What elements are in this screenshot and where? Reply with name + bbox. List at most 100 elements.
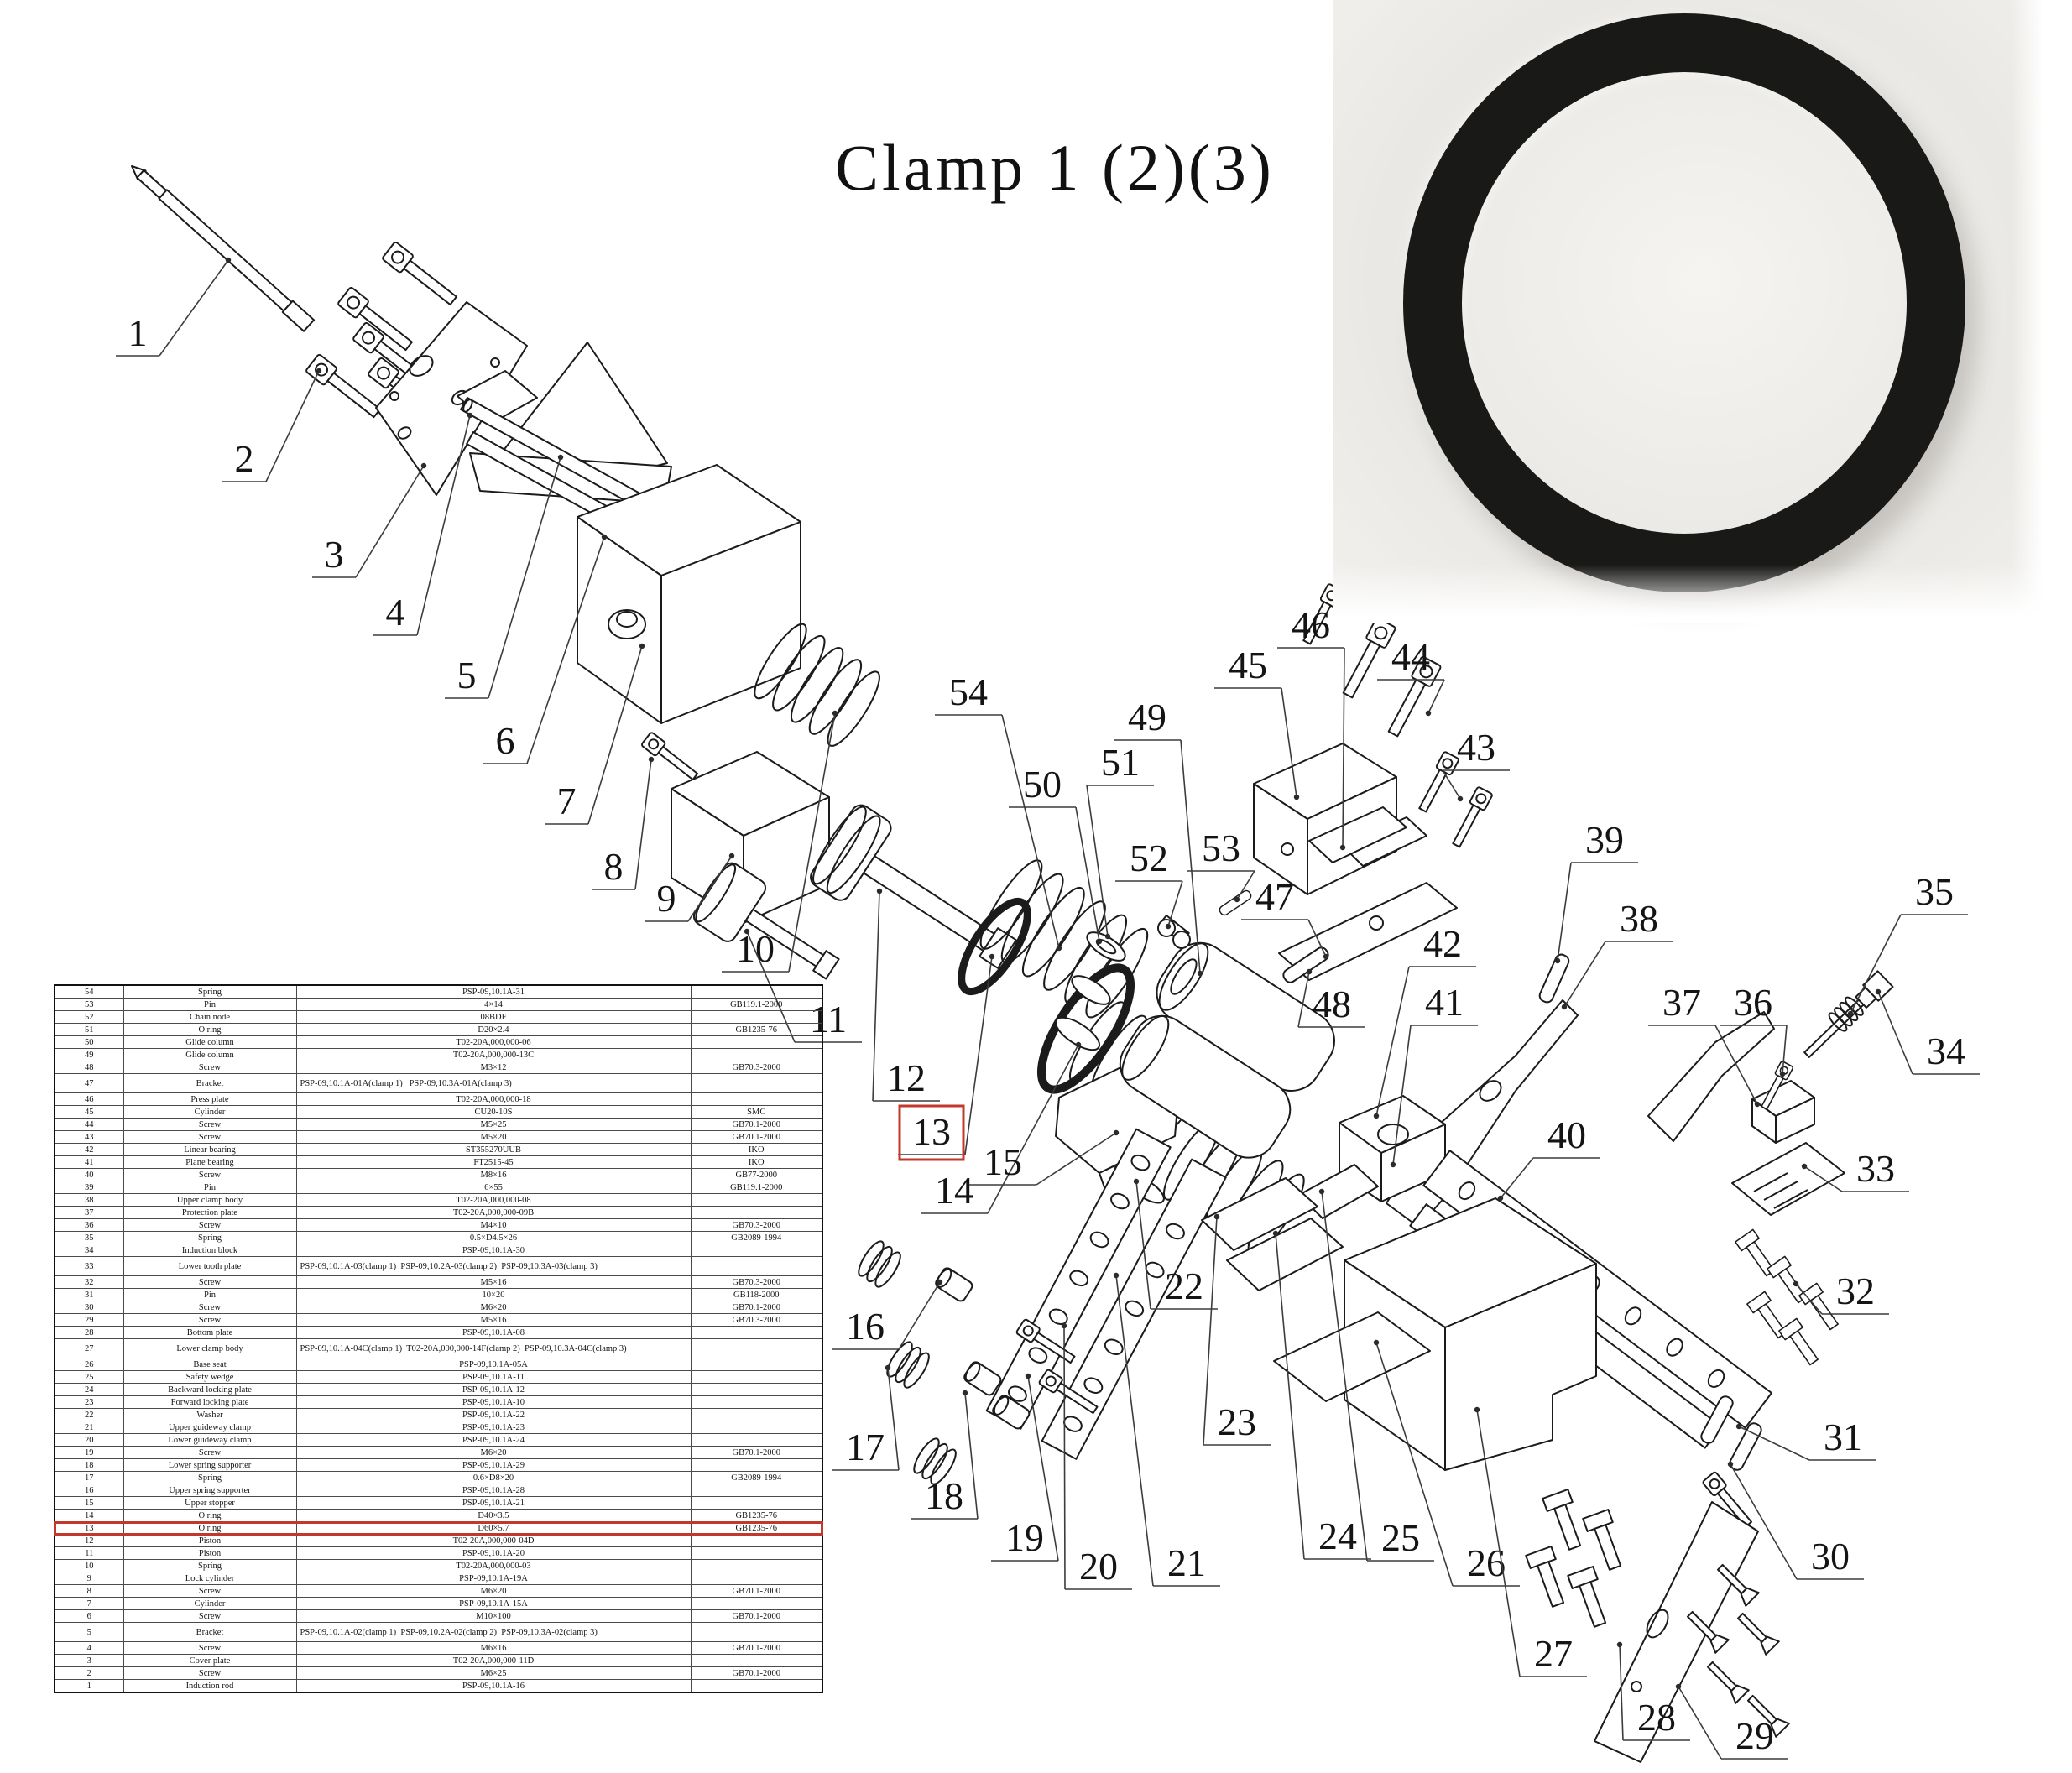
part-induction-rod — [131, 165, 316, 332]
part-lower-tooth-plate — [1731, 1142, 1845, 1216]
cell-spec: PSP-09,10.1A-03(clamp 1) PSP-09,10.2A-03… — [295, 1256, 692, 1276]
cell-spec: 08BDF — [295, 1010, 692, 1024]
cell-spec: D60×5.7 — [295, 1521, 692, 1535]
callout-2: 2 — [222, 368, 322, 482]
cell-std: GB70.1-2000 — [690, 1118, 823, 1131]
part-linear-bearing — [1339, 1095, 1446, 1202]
svg-text:28: 28 — [1637, 1696, 1676, 1739]
cell-name: Upper stopper — [123, 1496, 297, 1510]
svg-text:33: 33 — [1856, 1147, 1895, 1190]
cell-name: Protection plate — [123, 1206, 297, 1219]
cell-std — [690, 1559, 823, 1572]
part-locking-plate — [1226, 1218, 1344, 1291]
cell-std — [690, 984, 823, 999]
svg-text:41: 41 — [1425, 981, 1464, 1024]
svg-text:22: 22 — [1165, 1265, 1203, 1307]
callout-28: 28 — [1616, 1641, 1690, 1741]
svg-text:40: 40 — [1547, 1113, 1586, 1156]
cell-std — [690, 1326, 823, 1339]
callout-51: 51 — [1086, 741, 1154, 940]
cell-no: 28 — [54, 1326, 124, 1339]
svg-text:21: 21 — [1167, 1541, 1206, 1584]
cell-std — [690, 1048, 823, 1061]
cell-no: 20 — [54, 1433, 124, 1447]
cell-name: Spring — [123, 1231, 297, 1244]
svg-text:36: 36 — [1734, 981, 1772, 1024]
cell-std: GB70.1-2000 — [690, 1446, 823, 1459]
callout-46: 46 — [1277, 603, 1346, 851]
callout-20: 20 — [1061, 1322, 1132, 1590]
part-o-ring-14 — [1036, 963, 1135, 1094]
part-guideway-clamp — [1041, 1158, 1227, 1460]
cell-name: Screw — [123, 1609, 297, 1623]
cell-no: 13 — [54, 1521, 124, 1535]
cell-no: 33 — [54, 1256, 124, 1276]
cell-std: GB1235-76 — [690, 1509, 823, 1522]
cell-no: 41 — [54, 1155, 124, 1169]
cell-std — [690, 1622, 823, 1642]
cell-no: 5 — [54, 1622, 124, 1642]
cell-std: GB70.3-2000 — [690, 1313, 823, 1327]
cell-name: Washer — [123, 1408, 297, 1421]
cell-name: Induction block — [123, 1244, 297, 1257]
callout-30: 30 — [1727, 1461, 1864, 1580]
cell-name: Linear bearing — [123, 1143, 297, 1156]
callout-14: 14 — [921, 1041, 1082, 1214]
cell-no: 52 — [54, 1010, 124, 1024]
cell-no: 18 — [54, 1458, 124, 1472]
callout-50: 50 — [1009, 763, 1103, 945]
svg-text:1: 1 — [128, 311, 148, 354]
cell-std: GB70.3-2000 — [690, 1061, 823, 1074]
callout-27: 27 — [1474, 1406, 1587, 1677]
callout-16: 16 — [832, 1279, 943, 1350]
cell-spec: PSP-09,10.1A-21 — [295, 1496, 692, 1510]
svg-text:30: 30 — [1811, 1535, 1850, 1577]
cell-no: 29 — [54, 1313, 124, 1327]
cell-spec: T02-20A,000,000-03 — [295, 1559, 692, 1572]
cell-spec: T02-20A,000,000-09B — [295, 1206, 692, 1219]
part-protection-plate — [1751, 1080, 1815, 1144]
cell-spec: M5×20 — [295, 1130, 692, 1144]
cell-spec: PSP-09,10.1A-28 — [295, 1484, 692, 1497]
svg-text:24: 24 — [1318, 1515, 1357, 1557]
callout-52: 52 — [1115, 837, 1183, 930]
cell-name: Backward locking plate — [123, 1383, 297, 1396]
svg-text:53: 53 — [1202, 827, 1240, 869]
cell-name: Glide column — [123, 1035, 297, 1049]
callout-4: 4 — [373, 412, 473, 636]
cell-no: 8 — [54, 1584, 124, 1598]
callout-29: 29 — [1675, 1683, 1788, 1760]
part-o-ring-13 — [958, 897, 1031, 996]
callout-23: 23 — [1203, 1213, 1271, 1446]
svg-text:52: 52 — [1130, 837, 1168, 879]
cell-name: Pin — [123, 1288, 297, 1301]
cell-name: Upper spring supporter — [123, 1484, 297, 1497]
callout-48: 48 — [1297, 968, 1365, 1028]
cell-std — [690, 1534, 823, 1547]
svg-text:15: 15 — [984, 1140, 1022, 1183]
cell-no: 42 — [54, 1143, 124, 1156]
callout-3: 3 — [312, 462, 427, 578]
callout-5: 5 — [445, 454, 564, 699]
cell-std — [690, 1010, 823, 1024]
cell-std: IKO — [690, 1143, 823, 1156]
